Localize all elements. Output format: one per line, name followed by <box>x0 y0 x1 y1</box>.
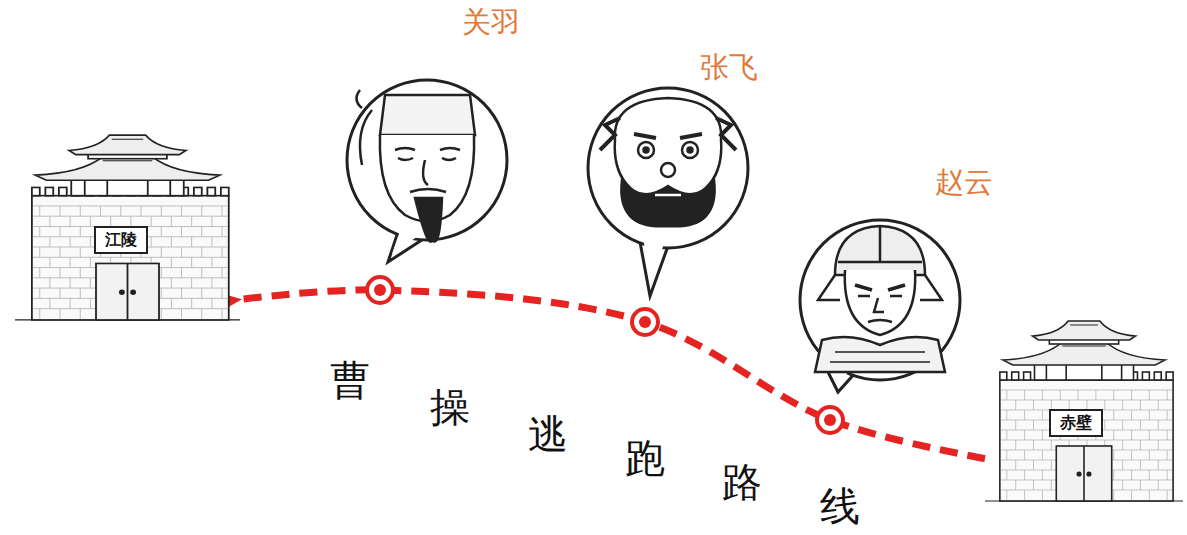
city-gate: 江陵 <box>15 132 240 322</box>
city-sign: 江陵 <box>94 226 148 254</box>
route-checkpoints <box>367 277 843 433</box>
escape-route <box>242 290 985 459</box>
route-character: 跑 <box>625 438 665 478</box>
route-character: 逃 <box>528 414 568 454</box>
zhangfei-bubble <box>588 88 748 296</box>
general-name: 关羽 <box>462 3 520 43</box>
general-name: 张飞 <box>700 48 758 88</box>
guanyu-bubble <box>347 80 507 262</box>
route-character: 操 <box>430 387 470 427</box>
general-name: 赵云 <box>935 163 993 203</box>
route-character: 路 <box>722 462 762 502</box>
city-gate: 赤壁 <box>985 318 1183 503</box>
zhaoyun-bubble <box>800 220 960 392</box>
city-sign: 赤壁 <box>1049 409 1103 437</box>
route-character: 曹 <box>330 360 370 400</box>
route-character: 线 <box>820 486 860 526</box>
